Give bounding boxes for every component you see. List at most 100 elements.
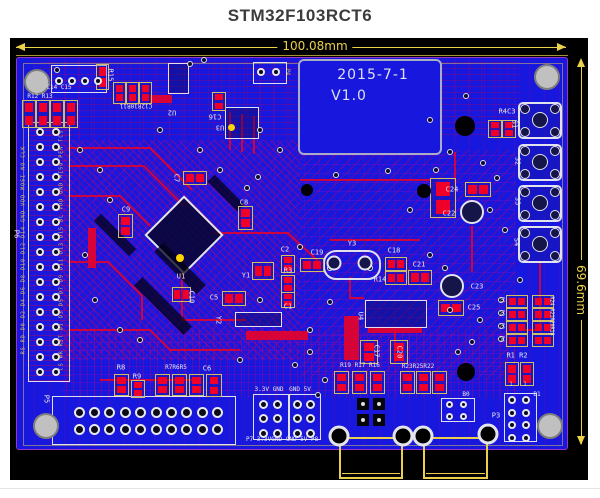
solder-pad — [117, 386, 126, 394]
pin-hole — [52, 128, 60, 136]
solder-pad — [25, 103, 33, 113]
button-corner-pin — [550, 127, 560, 137]
silk-label: C14 C15 — [46, 84, 72, 91]
pin-hole — [36, 218, 44, 226]
via-dot — [297, 244, 303, 250]
wire-pad — [392, 425, 414, 447]
solder-pad — [67, 103, 75, 113]
solder-pad — [264, 266, 272, 276]
button-corner-pin — [550, 228, 560, 238]
pin-hole — [459, 412, 467, 420]
pin-hole — [36, 278, 44, 286]
component-footprint — [126, 82, 139, 104]
cap-c23-body — [440, 274, 464, 298]
push-button-s3 — [518, 185, 562, 222]
solder-pad — [121, 227, 130, 236]
solder-pad — [53, 103, 61, 113]
pin-header-osc — [51, 65, 107, 93]
pin-hole — [52, 278, 60, 286]
pin-hole — [150, 423, 162, 435]
via-dot — [157, 127, 163, 133]
solder-pad — [479, 185, 489, 194]
button-corner-pin — [550, 104, 560, 114]
via-dot — [315, 392, 321, 398]
solder-pad — [534, 337, 542, 344]
via-dot — [77, 147, 83, 153]
solder-pad — [508, 337, 516, 344]
via-dot — [187, 61, 193, 67]
solder-pad — [491, 129, 499, 136]
via-dot — [97, 167, 103, 173]
via-dot — [433, 167, 439, 173]
smd-pad-dark — [357, 414, 369, 426]
mounting-hole — [24, 69, 50, 95]
pin-hole — [272, 414, 282, 423]
solder-pad — [544, 337, 552, 344]
via-dot — [197, 147, 203, 153]
pin-hole — [292, 428, 302, 438]
pin-hole — [36, 143, 44, 151]
pin-hole — [36, 188, 44, 196]
silk-label: C21 — [412, 260, 426, 269]
solder-pad — [403, 373, 412, 382]
component-footprint — [465, 182, 491, 197]
component-footprint — [532, 334, 554, 347]
pin-hole — [55, 77, 63, 85]
component-footprint — [506, 321, 528, 334]
pin-hole — [36, 338, 44, 346]
solder-pad — [175, 386, 184, 394]
component-footprint — [432, 371, 447, 394]
solder-pad — [241, 208, 250, 217]
via-dot — [447, 307, 453, 313]
silk-label: R15 — [106, 68, 115, 82]
pin-hole — [181, 423, 193, 435]
pin-hole — [522, 396, 530, 404]
pin-header-p3 — [504, 393, 537, 442]
via-dot — [427, 252, 433, 258]
silk-label: C1 — [283, 302, 293, 311]
silk-label: C17 — [372, 344, 381, 358]
wire-pad — [328, 425, 350, 447]
pin-hole — [68, 77, 76, 85]
component-footprint — [505, 362, 519, 386]
silk-label: C19 — [310, 248, 324, 257]
pin-hole — [459, 400, 467, 408]
via-hole — [457, 363, 475, 381]
silk-label: Y2 — [214, 315, 223, 325]
solder-pad — [284, 264, 292, 271]
smd-pad-dark — [357, 398, 369, 410]
solder-pad — [284, 284, 292, 291]
pin-hole — [445, 400, 453, 408]
pin-hole — [52, 368, 60, 376]
pin-hole — [258, 428, 268, 438]
button-plunger — [532, 112, 548, 128]
silk-label: R12 R13 — [27, 93, 53, 100]
pin-hole — [81, 77, 89, 85]
solder-pad — [508, 298, 516, 305]
pin-hole — [119, 423, 131, 435]
component-footprint — [506, 295, 528, 308]
push-button-s1 — [518, 102, 562, 139]
via-dot — [385, 168, 391, 174]
solder-pad — [373, 383, 382, 392]
u3-pin1-dot — [228, 124, 235, 131]
silk-label: C5 — [209, 293, 219, 302]
via-dot — [480, 160, 486, 166]
button-corner-pin — [520, 210, 530, 220]
component-footprint — [300, 258, 324, 272]
pin-hole — [165, 406, 177, 418]
solder-pad — [394, 353, 404, 362]
solder-pad — [518, 324, 526, 331]
button-corner-pin — [520, 251, 530, 261]
wire-loop — [339, 437, 403, 479]
pin-hole — [36, 248, 44, 256]
component-footprint — [385, 257, 407, 271]
solder-pad — [544, 324, 552, 331]
silk-label: C2 — [280, 245, 290, 254]
solder-pad — [364, 353, 374, 362]
via-dot — [217, 167, 223, 173]
component-footprint — [238, 206, 253, 230]
pin-hole — [36, 158, 44, 166]
